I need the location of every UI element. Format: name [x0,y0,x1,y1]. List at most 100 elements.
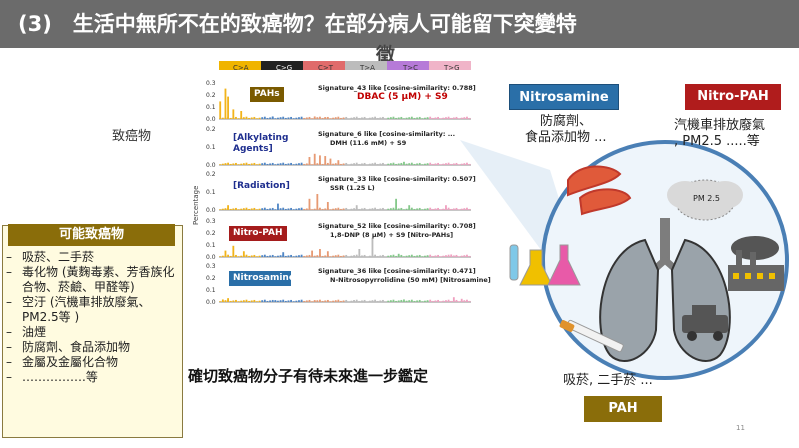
noise-bar [332,163,334,165]
noise-bar [295,300,298,302]
noise-bar [261,163,264,165]
noise-bar [261,255,264,257]
noise-bar [308,116,311,119]
noise-bar [342,117,345,119]
noise-bar [284,208,287,210]
noise-bar [256,164,258,165]
noise-bar [389,300,392,302]
noise-bar [405,117,408,119]
signature-chart [219,88,471,120]
noise-bar [250,300,253,302]
possible-carcinogens-header: 可能致癌物 [8,224,175,246]
noise-bar [460,208,463,210]
signature-caption: Signature_33 like [cosine-similarity: 0.… [318,175,476,183]
signature-bar [395,198,397,210]
signature-treatment: SSR (1.25 L) [330,184,375,192]
noise-bar [392,254,395,257]
noise-bar [455,299,458,302]
signature-tag: PAHs [250,87,284,102]
noise-bar [463,255,466,257]
noise-bar [256,301,258,302]
noise-bar [405,300,408,302]
noise-bar [421,118,424,119]
class-bar-tg [429,61,471,70]
signature-treatment: N-Nitrosopyrrolidine (50 mM) [Nitrosamin… [330,276,491,284]
noise-bar [340,255,342,257]
noise-bar [460,163,463,165]
noise-bar [266,208,269,210]
noise-bar [426,117,429,119]
noise-bar [279,163,282,165]
noise-bar [368,255,371,257]
noise-bar [298,117,300,119]
noise-bar [400,299,403,302]
noise-bar [418,299,421,302]
noise-bar [279,255,282,257]
noise-bar [389,255,392,257]
slide-title: (3) 生活中無所不在的致癌物？在部分病人可能留下突變特 [0,0,799,48]
noise-bar [431,163,434,165]
noise-bar [303,300,306,302]
noise-bar [366,301,369,302]
y-tick-label: 0.0 [206,254,216,261]
noise-bar [290,116,292,119]
noise-bar [277,163,279,165]
noise-bar [282,116,285,119]
noise-bar [434,255,437,257]
noise-bar [429,207,432,210]
noise-bar [366,256,369,257]
noise-bar [463,163,466,165]
noise-bar [434,300,437,302]
noise-bar [437,162,439,165]
noise-bar [334,163,337,165]
noise-bar [229,300,232,302]
noise-bar [347,301,350,302]
noise-bar [308,254,311,257]
noise-bar [334,300,337,302]
signature-tag: Nitrosamine [229,271,295,286]
noise-bar [282,299,285,302]
noise-bar [376,117,379,119]
noise-bar [392,162,395,165]
noise-bar [269,300,271,302]
noise-bar [379,208,382,210]
noise-bar [442,163,445,165]
noise-bar [274,256,277,257]
noise-bar [269,255,271,257]
y-tick-label: 0.0 [206,207,216,214]
noise-bar [316,163,319,165]
noise-bar [253,254,256,257]
noise-bar [298,208,300,210]
noise-bar [303,163,306,165]
noise-bar [363,299,366,302]
signature-bar [221,299,224,302]
noise-bar [358,163,361,165]
noise-bar [439,118,442,119]
noise-bar [300,207,303,210]
noise-bar [256,256,258,257]
noise-bar [347,164,350,165]
noise-bar [332,255,334,257]
list-item: 金屬及金屬化合物 [6,355,178,370]
signature-chart [219,194,471,211]
noise-bar [271,254,274,257]
noise-bar [434,117,437,119]
noise-bar [429,299,432,302]
noise-bar [361,163,363,165]
signature-bar [277,203,279,210]
noise-bar [397,208,400,210]
noise-bar [248,208,250,210]
noise-bar [387,208,390,210]
noise-bar [316,300,319,302]
noise-bar [219,256,222,257]
list-item: 毒化物 (黃麴毒素、芳香族化合物、菸鹼、甲醛等) [6,265,178,295]
signature-bar [326,300,329,302]
noise-bar [424,300,426,302]
noise-bar [324,300,327,302]
pah-badge: PAH [584,396,662,422]
noise-bar [416,208,418,210]
noise-bar [263,162,266,165]
noise-bar [431,300,434,302]
noise-bar [311,164,313,165]
noise-bar [258,255,261,257]
